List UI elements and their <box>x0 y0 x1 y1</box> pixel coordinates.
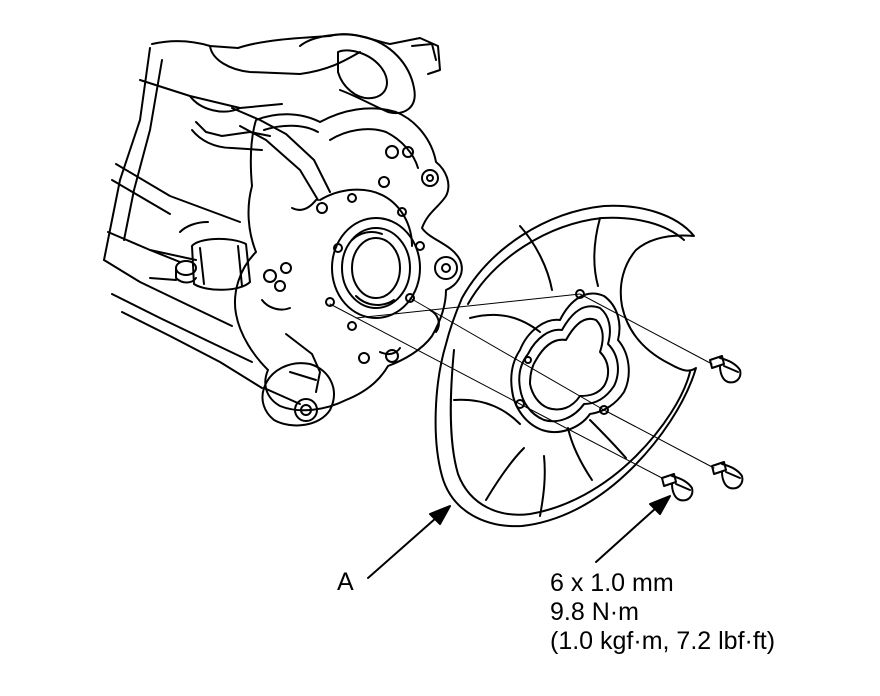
bolt-size: 6 x 1.0 mm <box>550 569 674 597</box>
leader-line-bolt <box>595 507 657 563</box>
lower-mount <box>261 362 335 427</box>
suspension-arms <box>103 33 441 405</box>
bolt-middle <box>711 461 744 490</box>
splash-shield <box>434 204 697 528</box>
bolts <box>661 355 744 502</box>
bolt-upper <box>709 355 742 384</box>
steering-knuckle <box>234 107 463 412</box>
bushing <box>149 238 251 291</box>
bolt-lower <box>661 473 694 502</box>
leader-arrows <box>367 495 671 579</box>
arrowhead-bolt <box>649 495 671 515</box>
fastener-spec: 6 x 1.0 mm 9.8 N·m (1.0 kgf·m, 7.2 lbf·f… <box>550 569 775 656</box>
torque-nm: 9.8 N·m <box>550 598 639 626</box>
torque-alt-units: (1.0 kgf·m, 7.2 lbf·ft) <box>550 627 776 655</box>
leader-line-a <box>367 517 437 579</box>
alignment-lines <box>329 293 715 479</box>
part-label-a: A <box>337 568 354 596</box>
arrowhead-a <box>429 505 451 525</box>
